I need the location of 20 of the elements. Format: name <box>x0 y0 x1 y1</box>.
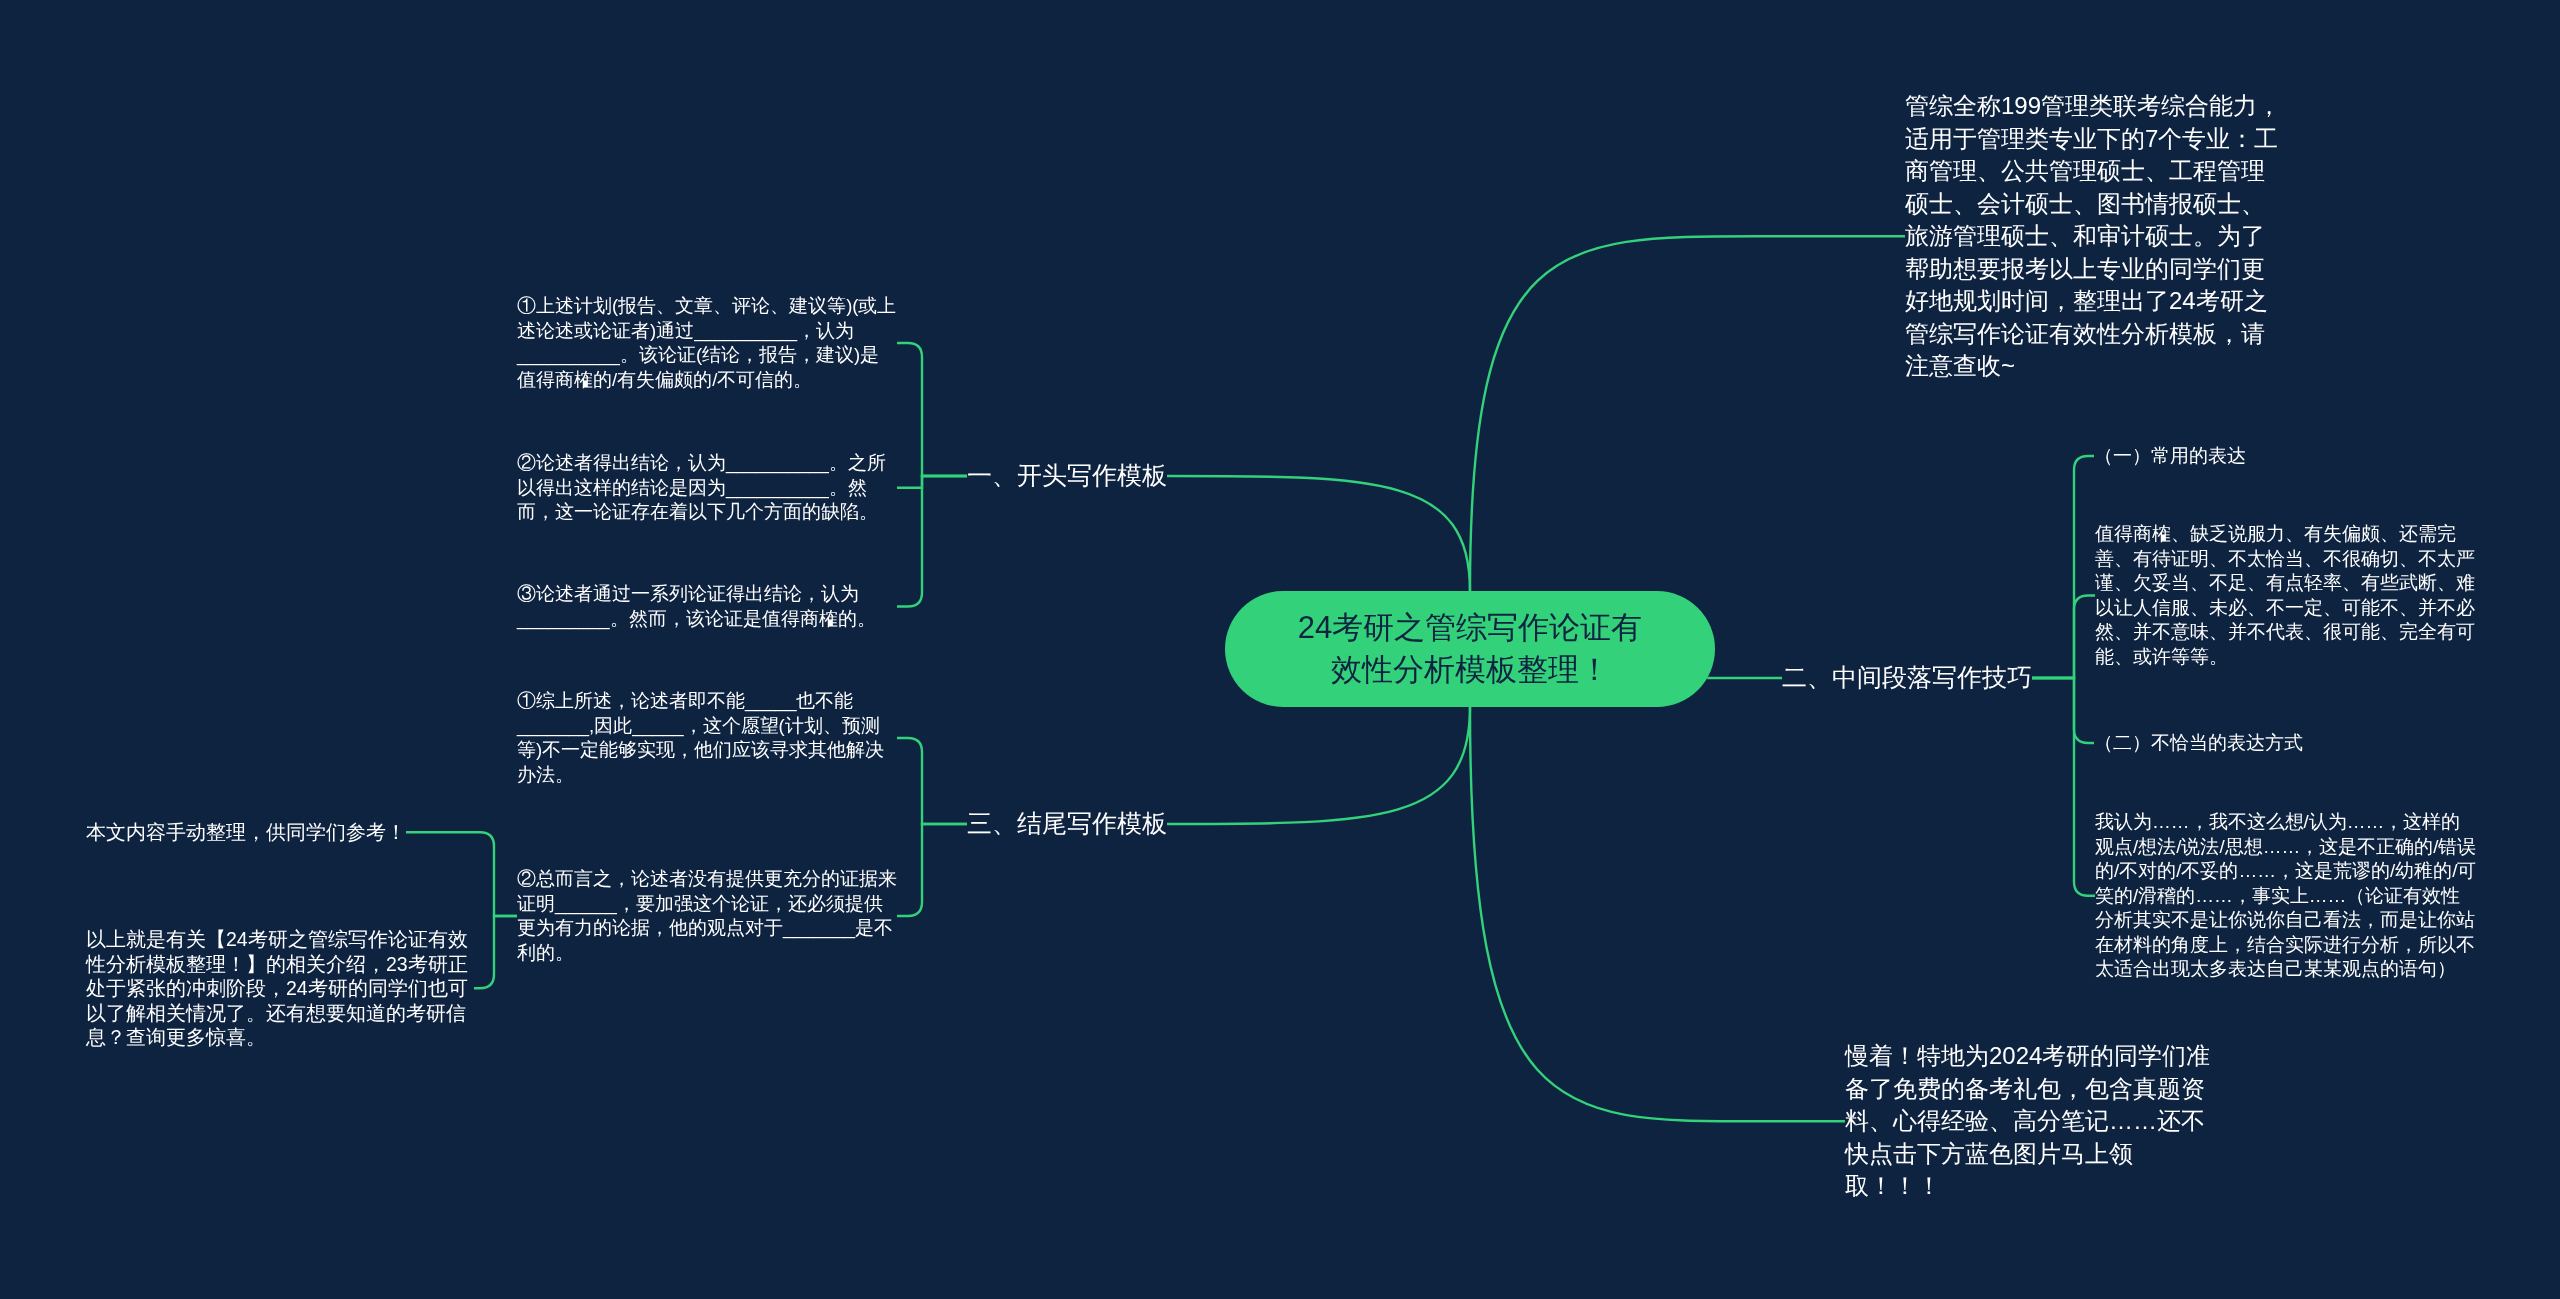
branch-label: 三、结尾写作模板 <box>967 808 1167 840</box>
template-text: ①上述计划(报告、文章、评论、建议等)(或上述论述或论证者)通过__________，认为__________。该论证(结论，报告，建议)是值得商榷的/有失偏颇的/不可信的。 <box>517 294 897 392</box>
template-text: ①综上所述，论述者即不能_____也不能_______,因此_____，这个愿望(计划、预测等)不一定能够实现，他们应该寻求其他解决办法。 <box>517 689 897 787</box>
subheading: （二）不恰当的表达方式 <box>2094 730 2303 756</box>
connector-line <box>1165 474 1472 592</box>
template-text: ②总而言之，论述者没有提供更充分的证据来证明______，要加强这个论证，还必须提供更为有力的论据，他的观点对于_______是不利的。 <box>517 867 897 965</box>
note-text: 本文内容手动整理，供同学们参考！ <box>86 820 406 845</box>
note-text: 以上就是有关【24考研之管综写作论证有效性分析模板整理！】的相关介绍，23考研正处于紧张的冲刺阶段，24考研的同学们也可以了解相关情况了。还有想要知道的考研信息？查询更多惊喜。 <box>86 927 474 1050</box>
template-text: ③论述者通过一系列论证得出结论，认为_________。然而，该论证是值得商榷的。 <box>517 582 897 631</box>
note-text: 值得商榷、缺乏说服力、有失偏颇、还需完善、有待证明、不太恰当、不很确切、不太严谨、欠妥当、不足、有点轻率、有些武断、难以让人信服、未必、不一定、可能不、并不必然、并不意味、并不代表、很可能、完全有可能、或许等等。 <box>2095 522 2479 669</box>
note-text: 慢着！特地为2024考研的同学们准备了免费的备考礼包，包含真题资料、心得经验、高分笔记……还不快点击下方蓝色图片马上领取！！！ <box>1845 1040 2225 1203</box>
connector-line <box>1707 676 1782 680</box>
branch-label: 一、开头写作模板 <box>967 460 1167 492</box>
subheading: （一）常用的表达 <box>2094 443 2246 469</box>
note-text: 我认为……，我不这么想/认为……，这样的观点/想法/说法/思想……，这是不正确的/错误的/不对的/不妥的……，这是荒谬的/幼稚的/可笑的/滑稽的……，事实上……（论证有效性分析其实不是让你说你自己看法，而是让你站在材料的角度上，结合实际进行分析，所以不太适合出现太多表达自己某某观点的语句） <box>2095 810 2479 982</box>
branch-label: 二、中间段落写作技巧 <box>1782 662 2032 694</box>
connector-line <box>1165 706 1472 826</box>
central-topic: 24考研之管综写作论证有效性分析模板整理！ <box>1225 591 1715 707</box>
template-text: ②论述者得出结论，认为__________。之所以得出这样的结论是因为__________。然而，这一论证存在着以下几个方面的缺陷。 <box>517 451 897 525</box>
note-text: 管综全称199管理类联考综合能力，适用于管理类专业下的7个专业：工商管理、公共管理硕士、工程管理硕士、会计硕士、图书情报硕士、旅游管理硕士、和审计硕士。为了帮助想要报考以上专业的同学们更好地规划时间，整理出了24考研之管综写作论证有效性分析模板，请注意查收~ <box>1905 90 2285 383</box>
